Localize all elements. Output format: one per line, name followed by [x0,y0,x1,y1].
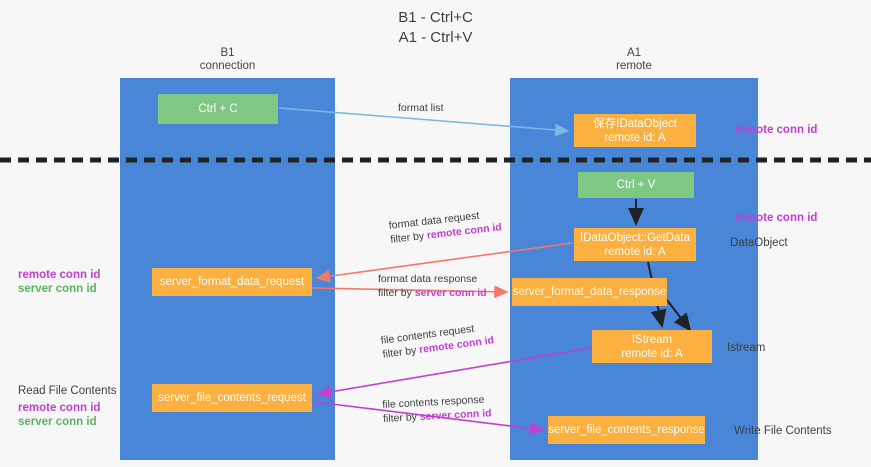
side-label-left-server-conn-id-2: server conn id [18,416,97,428]
side-label-dataobject-text: DataObject [730,237,788,249]
box-server-file-contents-request[interactable]: server_file_contents_request [152,384,312,412]
side-label-left-server-conn-id-1: server conn id [18,283,97,295]
filter-prefix: filter by [381,344,420,361]
box-istream-line2: remote id: A [621,347,683,360]
lane-header-a1-sub: remote [616,60,652,72]
filter-accent: server conn id [419,407,492,424]
side-label-remote-conn-id-mid: remote conn id [735,211,817,225]
filter-prefix: filter by [382,411,421,425]
box-ctrl-c[interactable]: Ctrl + C [158,94,278,124]
box-server-file-contents-request-label: server_file_contents_request [158,392,306,404]
box-store-dataobject-line2: remote id: A [604,131,666,144]
arrow-label-format-data-response-top: format data response [378,273,478,285]
arrow-label-format-data-request: format data request filter by remote con… [388,206,502,247]
arrow-label-format-data-response-bottom: filter by server conn id [378,286,487,300]
diagram-title: B1 - Ctrl+C A1 - Ctrl+V [0,8,871,48]
box-getdata-line2: remote id: A [604,245,666,258]
side-label-left-conn-ids-top: remote conn id server conn id [18,268,100,296]
box-ctrl-c-label: Ctrl + C [198,103,238,115]
lane-header-b1-name: B1 [220,47,235,59]
box-store-dataobject[interactable]: 保存IDataObject remote id: A [574,114,696,147]
arrow-label-format-data-response: format data response filter by server co… [378,272,487,300]
arrow-label-format-list-text: format list [398,102,444,114]
filter-prefix: filter by [378,287,415,299]
title-line-1: B1 - Ctrl+C [398,9,473,26]
lane-header-b1: B1 connection [120,47,335,73]
side-label-istream: Istream [727,341,765,355]
side-label-dataobject: DataObject [730,236,788,250]
side-label-istream-text: Istream [727,342,766,354]
filter-accent: server conn id [414,287,487,299]
box-server-format-data-response[interactable]: server_format_data_response [512,278,667,306]
side-label-read-file-contents-text: Read File Contents [18,385,117,397]
lane-header-b1-sub: connection [199,60,256,72]
box-server-format-data-response-label: server_format_data_response [512,286,667,298]
lane-header-a1: A1 remote [510,47,758,73]
box-getdata-line1: IDataObject::GetData [580,231,690,244]
box-server-format-data-request[interactable]: server_format_data_request [152,268,312,296]
box-istream-line1: IStream [631,333,673,346]
arrow-label-file-contents-request: file contents request filter by remote c… [380,319,495,361]
filter-prefix: filter by [389,229,428,246]
box-server-file-contents-response[interactable]: server_file_contents_response [548,416,705,444]
title-line-2: A1 - Ctrl+V [398,29,473,46]
box-server-format-data-request-label: server_format_data_request [159,276,305,288]
side-label-left-remote-conn-id-2: remote conn id [18,402,101,414]
arrow-label-file-contents-response: file contents response filter by server … [382,392,492,426]
box-server-file-contents-response-label: server_file_contents_response [548,424,705,436]
box-idataobject-getdata[interactable]: IDataObject::GetData remote id: A [574,228,696,261]
side-label-read-file-contents: Read File Contents [18,384,116,398]
side-label-write-file-contents: Write File Contents [734,424,832,438]
box-istream[interactable]: IStream remote id: A [592,330,712,363]
side-label-remote-conn-id-top: remote conn id [735,123,817,137]
side-label-remote-conn-id-top-text: remote conn id [735,124,818,136]
lane-header-a1-name: A1 [626,47,642,59]
box-ctrl-v-label: Ctrl + V [616,179,656,191]
side-label-left-remote-conn-id-1: remote conn id [18,269,101,281]
side-label-left-conn-ids-bottom: remote conn id server conn id [18,401,100,429]
side-label-remote-conn-id-mid-text: remote conn id [735,212,818,224]
side-label-write-file-contents-text: Write File Contents [734,425,832,437]
arrow-label-format-list: format list [398,101,444,115]
box-ctrl-v[interactable]: Ctrl + V [578,172,694,198]
box-store-dataobject-line1: 保存IDataObject [593,117,677,130]
